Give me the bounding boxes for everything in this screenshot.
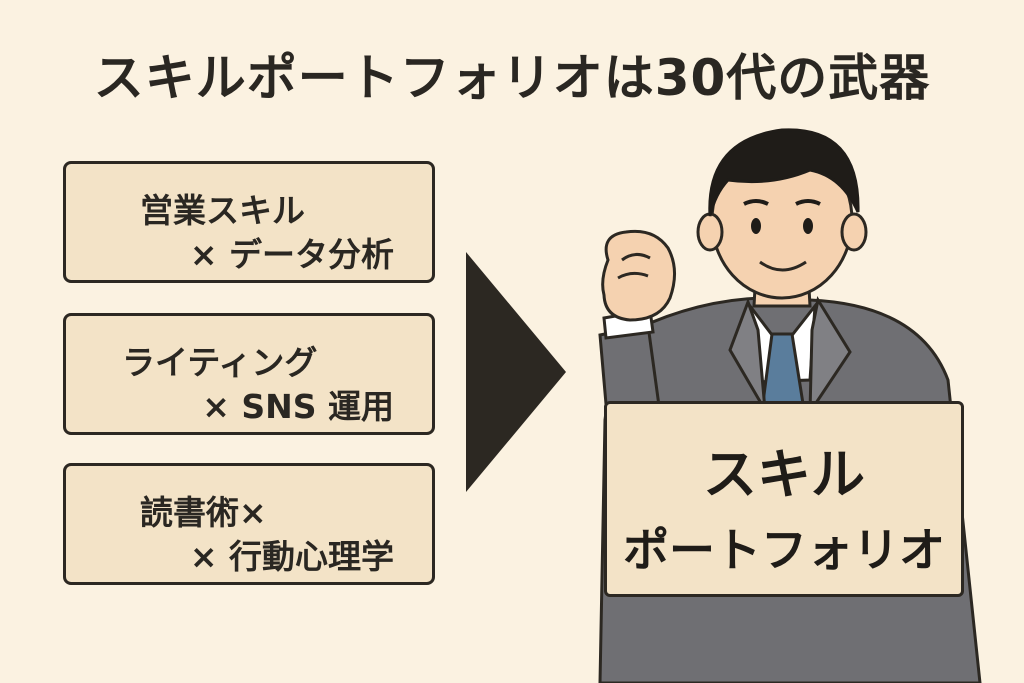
sign-line1: スキル [703,443,865,506]
skill-card-3-line1: 読書術× [140,493,267,532]
skill-card-2: ライティング × SNS 運用 [63,313,435,435]
skill-card-3: 読書術× × 行動心理学 [63,463,435,585]
hair [708,128,860,217]
skill-card-1: 営業スキル × データ分析 [63,161,435,283]
skill-portfolio-sign: スキル ポートフォリオ [604,401,964,597]
skill-card-3-line2: × 行動心理学 [189,537,394,576]
page-title: スキルポートフォリオは30代の武器 [93,49,931,107]
sign-line2: ポートフォリオ [623,523,945,577]
right-arrow-icon [466,252,566,492]
skill-card-1-line2: × データ分析 [189,235,394,274]
skill-card-2-line2: × SNS 運用 [202,387,394,426]
skill-card-1-line1: 営業スキル [140,191,305,230]
skill-card-2-line1: ライティング [122,343,318,382]
fist-icon [601,229,676,322]
